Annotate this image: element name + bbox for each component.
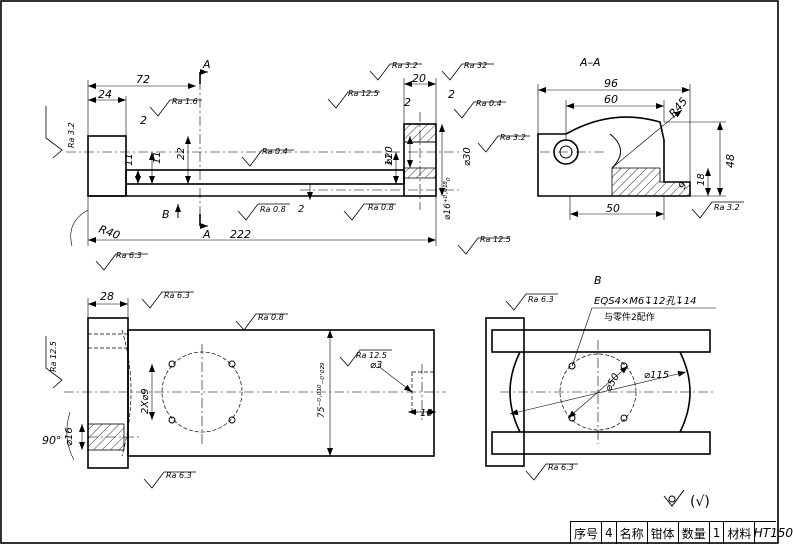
- title-block: 序号 4 名称 钳体 数量 1 材料 HT150: [570, 521, 793, 544]
- top-dim-phi16: ⌀16: [64, 427, 75, 446]
- sec-dim-60: 60: [604, 93, 618, 106]
- top-dim-90: 90°: [42, 434, 62, 447]
- dim-11c: 11: [384, 153, 395, 166]
- tb-name-value: 钳体: [648, 522, 679, 544]
- dim-2d: 2: [298, 204, 304, 215]
- viewb-top-rail: [491, 329, 711, 353]
- sec-dim-48: 48: [724, 154, 737, 168]
- viewb-dim-phi50: ⌀50: [603, 372, 622, 394]
- dim-222: 222: [230, 228, 251, 241]
- rough-top-r4: Ra 12.5: [356, 351, 387, 360]
- dim-phi30: ⌀30: [462, 147, 473, 166]
- general-roughness-mark: (√): [690, 494, 710, 510]
- view-b-label: B: [594, 274, 602, 287]
- dim-2a: 2: [140, 114, 147, 127]
- rough-front-r4: Ra 32: [464, 61, 487, 70]
- dim-2b: 2: [404, 96, 411, 109]
- dim-phi20: ⌀20: [384, 146, 395, 165]
- rough-viewb-r2: Ra 6.3: [548, 463, 574, 472]
- top-holes: [168, 360, 236, 424]
- tb-seq-value: 4: [602, 522, 617, 544]
- tb-qty-value: 1: [710, 522, 725, 544]
- tb-name-label: 名称: [617, 522, 648, 544]
- rough-front-r8: Ra 0.4: [262, 147, 288, 156]
- sec-dim-50: 50: [606, 202, 620, 215]
- dim-22: 22: [176, 147, 187, 160]
- top-dim-28: 28: [100, 290, 114, 303]
- cut-label-a-bottom: A: [202, 228, 211, 241]
- sec-dim-9: 9: [677, 180, 690, 191]
- dim-2c: 2: [448, 88, 455, 101]
- rough-front-r5: Ra 12.5: [348, 89, 379, 98]
- rough-front-r6: Ra 0.4: [476, 99, 502, 108]
- rough-front-r10: Ra 0.8: [368, 203, 394, 212]
- dim-24: 24: [98, 88, 112, 101]
- sec-dim-18: 18: [696, 173, 707, 186]
- rough-front-r2: Ra 1.6: [172, 97, 198, 106]
- top-dim-75: 75⁻⁰·⁰¹⁰₋₀·₀₂₉: [317, 362, 327, 418]
- top-main-body: [127, 329, 435, 457]
- rough-top-r3: Ra 12.5: [49, 341, 58, 372]
- rough-top-r2: Ra 0.8: [258, 313, 284, 322]
- front-rail: [125, 169, 405, 185]
- viewb-note2: 与零件2配作: [604, 311, 655, 323]
- dim-phi16: ⌀16⁺⁰·⁰¹⁸₀: [443, 177, 453, 220]
- rough-front-r7: Ra 3.2: [500, 133, 526, 142]
- section-view: A–A 96 60 R45 48 18 9 50 Ra 3.2: [537, 56, 745, 220]
- viewb-dim-phi115: ⌀115: [644, 370, 669, 381]
- front-left-block: [87, 135, 127, 197]
- dim-r40: R40: [97, 223, 122, 243]
- top-dim-phi3: ⌀3: [370, 360, 382, 371]
- view-b: B EQS4×M6↧12孔↧14 与零件2配作 ⌀50 ⌀115 Ra 6.3 …: [485, 274, 716, 481]
- general-roughness: (√): [663, 489, 710, 510]
- viewb-note1: EQS4×M6↧12孔↧14: [594, 295, 696, 307]
- dim-11b: 11: [152, 151, 163, 164]
- top-dim-phi9: 2X⌀9: [140, 388, 151, 414]
- tb-qty-label: 数量: [679, 522, 710, 544]
- top-dim-10: 10: [420, 408, 433, 419]
- cut-label-a-top: A: [202, 58, 211, 71]
- rough-viewb-r1: Ra 6.3: [528, 295, 554, 304]
- dim-20: 20: [412, 72, 426, 85]
- sec-dim-96: 96: [604, 77, 618, 90]
- tb-mat-label: 材料: [724, 522, 756, 544]
- rough-front-r3: Ra 3.2: [392, 61, 418, 70]
- section-label: A–A: [579, 56, 601, 69]
- tb-seq-label: 序号: [571, 522, 603, 544]
- rough-front-r11: Ra 12.5: [480, 235, 511, 244]
- viewb-bottom-rail: [491, 431, 711, 455]
- front-view: 72 24 2 20 2 2 11 11 22 11 2 222 R40 ⌀20…: [45, 58, 531, 271]
- rough-top-r5: Ra 6.3: [166, 471, 192, 480]
- rough-top-r1: Ra 6.3: [164, 291, 190, 300]
- sec-dim-r45: R45: [666, 95, 690, 120]
- top-view: 28 2X⌀9 75⁻⁰·⁰¹⁰₋₀·₀₂₉ ⌀3 10 90° ⌀16 Ra …: [42, 290, 446, 489]
- rough-front-r12: Ra 6.3: [116, 251, 142, 260]
- cut-label-b: B: [162, 208, 170, 221]
- rough-front-r1: Ra 3.2: [67, 122, 76, 148]
- dim-11a: 11: [124, 153, 135, 166]
- tb-mat-value: HT150: [753, 526, 793, 540]
- rough-sec-r1: Ra 3.2: [714, 203, 740, 212]
- dim-72: 72: [136, 73, 150, 86]
- rough-front-r9: Ra 0.8: [260, 205, 286, 214]
